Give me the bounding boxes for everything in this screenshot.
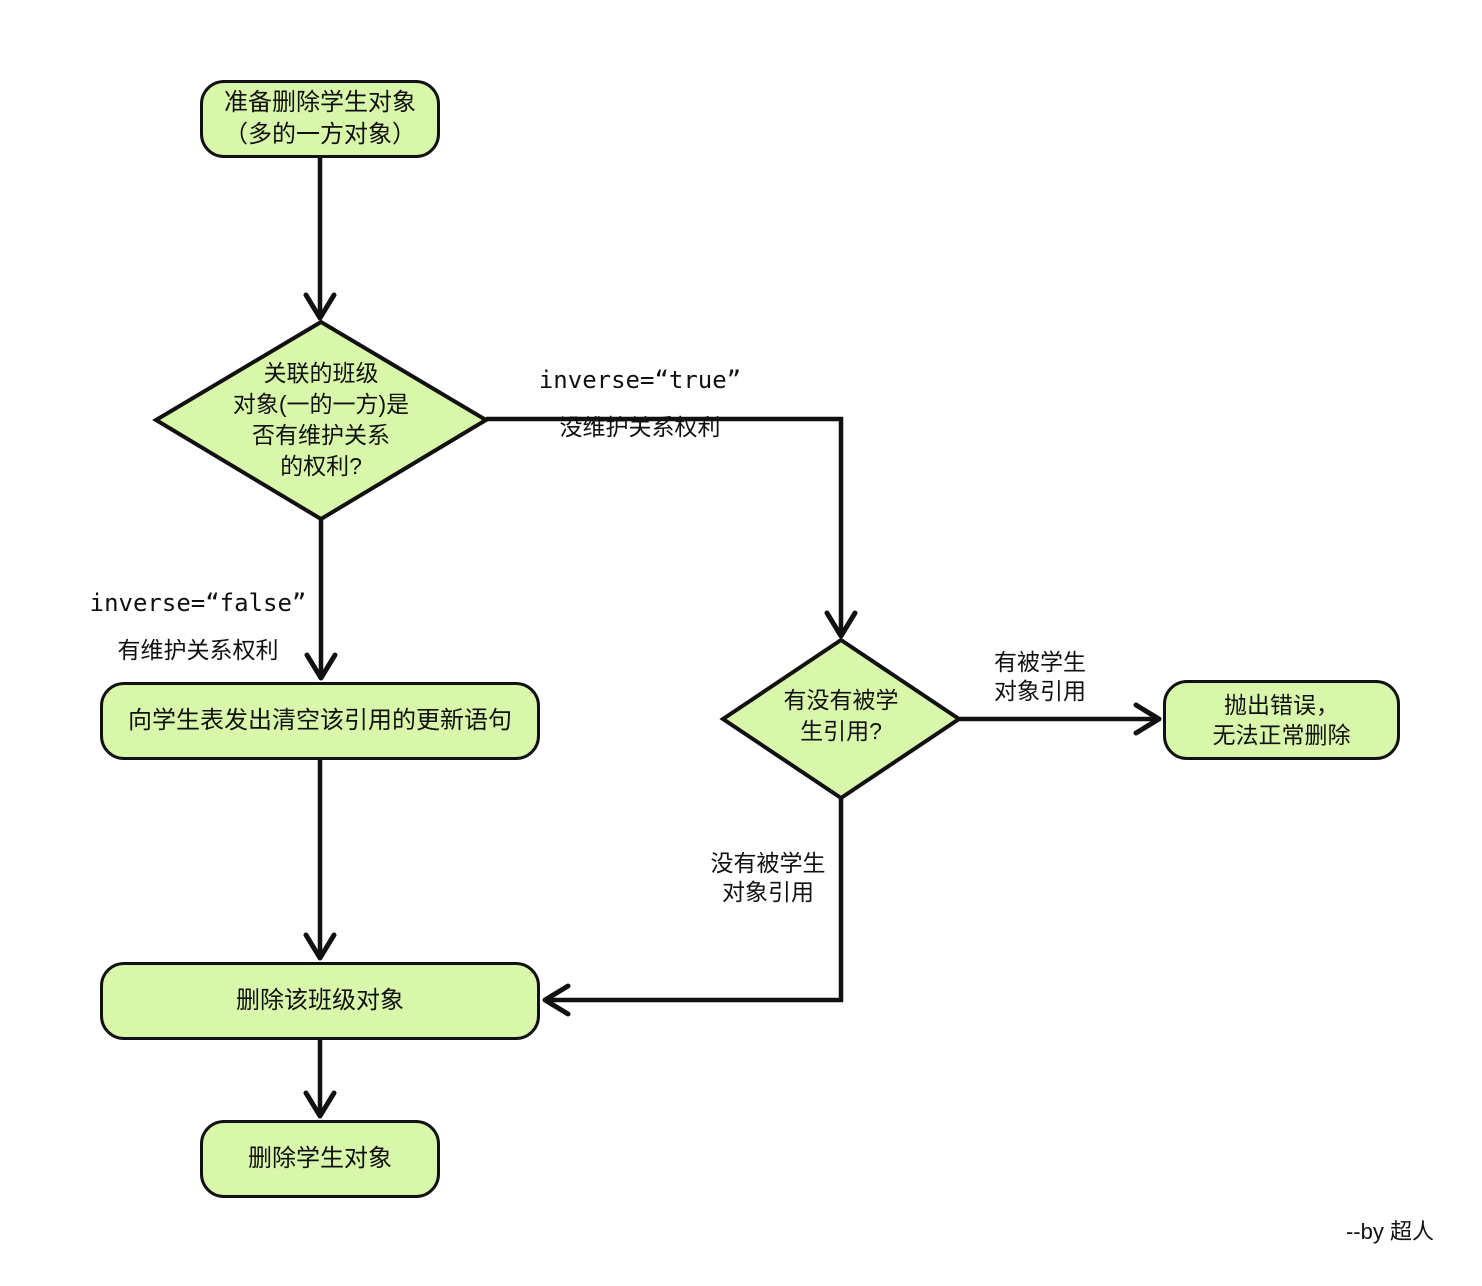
- decision-referenced-label: 有没有被学 生引用?: [783, 687, 899, 744]
- edge-label-inverse-true: inverse=“true” 没维护关系权利: [480, 347, 800, 460]
- edge-label-inverse-true-code: inverse=“true”: [538, 366, 742, 394]
- edge-decision1-to-decision2: [486, 416, 858, 639]
- edge-decision2-to-delete-class: [542, 798, 844, 1017]
- node-delete-class: 删除该班级对象: [100, 962, 540, 1040]
- edge-label-inverse-false-text: 有维护关系权利: [117, 637, 279, 663]
- author-signature: --by 超人: [1345, 1219, 1434, 1244]
- edge-label-inverse-false-code: inverse=“false”: [89, 589, 307, 617]
- decision-maintain-diamond: [152, 319, 490, 522]
- edge-label-referenced: 有被学生 对象引用: [994, 649, 1086, 704]
- node-start: 准备删除学生对象 （多的一方对象）: [200, 80, 440, 158]
- node-update-students: 向学生表发出清空该引用的更新语句: [100, 682, 540, 760]
- edge-label-inverse-false: inverse=“false” 有维护关系权利: [38, 570, 358, 683]
- edge-label-not-referenced: 没有被学生 对象引用: [710, 850, 826, 905]
- node-throw-error: 抛出错误， 无法正常删除: [1163, 680, 1400, 760]
- decision-referenced-diamond: [719, 637, 963, 801]
- node-delete-student: 删除学生对象: [200, 1120, 440, 1198]
- decision-maintain-label: 关联的班级 对象(一的一方)是 否有维护关系 的权利?: [232, 360, 410, 479]
- edge-label-inverse-true-text: 没维护关系权利: [559, 414, 721, 440]
